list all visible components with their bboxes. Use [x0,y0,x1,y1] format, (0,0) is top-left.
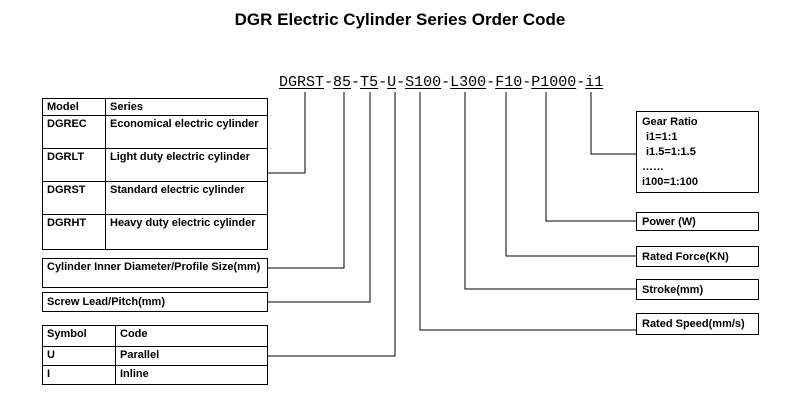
table-row: I Inline [42,365,268,385]
diameter-label: Cylinder Inner Diameter/Profile Size(mm) [47,261,261,273]
connector-power [545,92,636,222]
page-title: DGR Electric Cylinder Series Order Code [234,10,566,29]
code-part-force: F10 [495,74,523,91]
connector-gear [590,92,636,155]
gear-ratio-line: i100=1:100 [642,176,698,188]
power-label-box: Power (W) [636,212,759,231]
force-label: Rated Force(KN) [642,251,729,263]
table-header-model: Model [42,98,106,116]
code-part-speed: S100 [405,74,442,91]
code-separator: - [486,74,496,91]
symbol-code: Inline [115,365,268,385]
model-series: Standard electric cylinder [105,181,268,215]
code-part-power: P1000 [531,74,577,91]
connector-model [268,92,306,174]
model-code: DGRLT [42,148,106,182]
gear-ratio-title: Gear Ratio [642,116,698,128]
symbol-code: Parallel [115,346,268,366]
table-row: U Parallel [42,346,268,366]
code-separator: - [441,74,451,91]
code-separator: - [396,74,406,91]
lead-label-box: Screw Lead/Pitch(mm) [42,292,268,312]
table-row: DGRST Standard electric cylinder [42,181,268,215]
code-part-lead: T5 [360,74,379,91]
table-header-symbol: Symbol [42,325,116,347]
speed-label: Rated Speed(mm/s) [642,318,745,330]
diameter-label-box: Cylinder Inner Diameter/Profile Size(mm) [42,258,268,288]
model-code: DGRHT [42,214,106,250]
connector-symbol [268,92,396,357]
stroke-label: Stroke(mm) [642,284,704,296]
code-part-diameter: 85 [333,74,352,91]
table-header-row: Symbol Code [42,325,268,347]
force-label-box: Rated Force(KN) [636,246,759,267]
code-part-stroke: L300 [450,74,487,91]
connector-lead [268,92,371,303]
model-code: DGRST [42,181,106,215]
speed-label-box: Rated Speed(mm/s) [636,313,759,335]
code-separator: - [351,74,361,91]
table-header-code: Code [115,325,268,347]
stroke-label-box: Stroke(mm) [636,279,759,300]
gear-ratio-line: i1.5=1:1.5 [646,146,696,158]
symbol-value: I [42,365,116,385]
lead-label: Screw Lead/Pitch(mm) [47,296,165,308]
connector-diameter [268,92,345,269]
connector-stroke [464,92,636,290]
model-table: Model Series DGREC Economical electric c… [42,98,268,250]
table-header-series: Series [105,98,268,116]
code-separator: - [378,74,388,91]
order-code: DGRST-85-T5-U-S100-L300-F10-P1000-i1 [279,74,603,91]
model-series: Heavy duty electric cylinder [105,214,268,250]
power-label: Power (W) [642,216,696,228]
connector-speed [419,92,636,331]
symbol-table: Symbol Code U Parallel I Inline [42,325,268,385]
connector-force [505,92,636,257]
table-row: DGRHT Heavy duty electric cylinder [42,214,268,250]
code-separator: - [324,74,334,91]
gear-ratio-box: Gear Ratio i1=1:1 i1.5=1:1.5 …… i100=1:1… [636,111,759,193]
table-row: DGRLT Light duty electric cylinder [42,148,268,182]
code-part-model: DGRST [279,74,325,91]
table-header-row: Model Series [42,98,268,116]
gear-ratio-line: …… [642,161,664,173]
model-series: Economical electric cylinder [105,115,268,149]
code-separator: - [576,74,586,91]
model-code: DGREC [42,115,106,149]
symbol-value: U [42,346,116,366]
code-part-symbol: U [387,74,397,91]
gear-ratio-line: i1=1:1 [646,131,678,143]
code-separator: - [522,74,532,91]
code-part-gear: i1 [585,74,604,91]
model-series: Light duty electric cylinder [105,148,268,182]
table-row: DGREC Economical electric cylinder [42,115,268,149]
